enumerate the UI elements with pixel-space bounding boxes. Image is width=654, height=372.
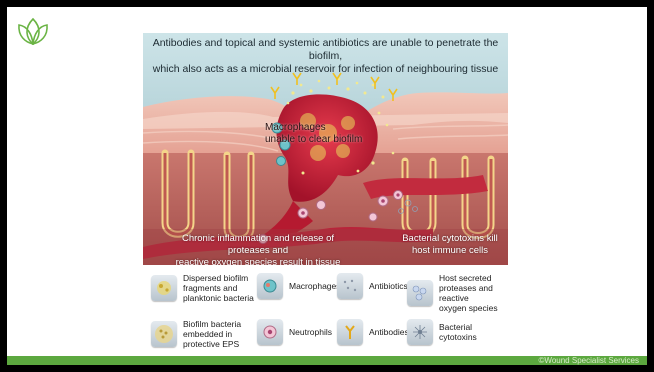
legend-label: Antibiotics <box>369 281 408 291</box>
legend-text: Antibodies <box>369 327 409 337</box>
footer-bar: ©Wound Specialist Services <box>7 356 647 365</box>
legend-text: cytotoxins <box>439 332 477 342</box>
legend-label: Host secreted proteases and reactive oxy… <box>439 273 513 313</box>
legend: Dispersed biofilm fragments and plankton… <box>143 269 513 359</box>
caption-line: Chronic inflammation and release of prot… <box>163 233 353 257</box>
legend-text: embedded in <box>183 329 241 339</box>
caption-line: host immune cells <box>391 245 508 257</box>
dispersed-biofilm-icon <box>151 275 177 301</box>
antibiotics-icon <box>337 273 363 299</box>
legend-item-dispersed-biofilm: Dispersed biofilm fragments and plankton… <box>151 273 254 303</box>
legend-item-antibodies: Antibodies <box>337 319 409 345</box>
bacterial-cytotoxin-icon <box>407 319 433 345</box>
legend-item-host-proteases: Host secreted proteases and reactive oxy… <box>407 273 513 313</box>
legend-label: Biofilm bacteria embedded in protective … <box>183 319 241 349</box>
caption-line: Antibodies and topical and systemic anti… <box>143 37 508 63</box>
legend-label: Neutrophils <box>289 327 332 337</box>
legend-item-biofilm-bacteria: Biofilm bacteria embedded in protective … <box>151 319 241 349</box>
legend-text: Neutrophils <box>289 327 332 337</box>
legend-text: proteases and reactive <box>439 283 513 303</box>
biofilm-bacteria-icon <box>151 321 177 347</box>
legend-text: Dispersed biofilm <box>183 273 254 283</box>
legend-text: planktonic bacteria <box>183 293 254 303</box>
legend-text: Bacterial <box>439 322 477 332</box>
legend-item-macrophages: Macrophages <box>257 273 341 299</box>
caption-chronic-inflammation: Chronic inflammation and release of prot… <box>163 233 353 265</box>
legend-text: protective EPS <box>183 339 241 349</box>
legend-text: oxygen species <box>439 303 513 313</box>
slide: Antibodies and topical and systemic anti… <box>7 7 647 365</box>
copyright-text: ©Wound Specialist Services <box>539 356 639 365</box>
caption-line: unable to clear biofilm <box>265 134 362 146</box>
legend-text: fragments and <box>183 283 254 293</box>
legend-label: Bacterial cytotoxins <box>439 322 477 342</box>
caption-line: Bacterial cytotoxins kill <box>391 233 508 245</box>
legend-label: Dispersed biofilm fragments and plankton… <box>183 273 254 303</box>
legend-text: Antibiotics <box>369 281 408 291</box>
legend-label: Macrophages <box>289 281 341 291</box>
caption-bacterial-cytotoxins: Bacterial cytotoxins kill host immune ce… <box>391 233 508 257</box>
caption-macrophages: Macrophages unable to clear biofilm <box>265 122 362 146</box>
host-proteases-icon <box>407 280 433 306</box>
legend-label: Antibodies <box>369 327 409 337</box>
caption-line: Macrophages <box>265 122 362 134</box>
legend-text: Host secreted <box>439 273 513 283</box>
caption-line: reactive oxygen species result in tissue… <box>163 257 353 265</box>
legend-item-neutrophils: Neutrophils <box>257 319 332 345</box>
legend-item-antibiotics: Antibiotics <box>337 273 408 299</box>
antibody-icon <box>337 319 363 345</box>
legend-text: Biofilm bacteria <box>183 319 241 329</box>
biofilm-illustration: Antibodies and topical and systemic anti… <box>143 33 508 265</box>
neutrophil-icon <box>257 319 283 345</box>
leaf-logo-icon <box>16 16 50 46</box>
legend-item-bacterial-cytotoxins: Bacterial cytotoxins <box>407 319 477 345</box>
macrophage-icon <box>257 273 283 299</box>
legend-text: Macrophages <box>289 281 341 291</box>
caption-line: which also acts as a microbial reservoir… <box>143 63 508 76</box>
caption-antibiotics-penetration: Antibodies and topical and systemic anti… <box>143 37 508 76</box>
